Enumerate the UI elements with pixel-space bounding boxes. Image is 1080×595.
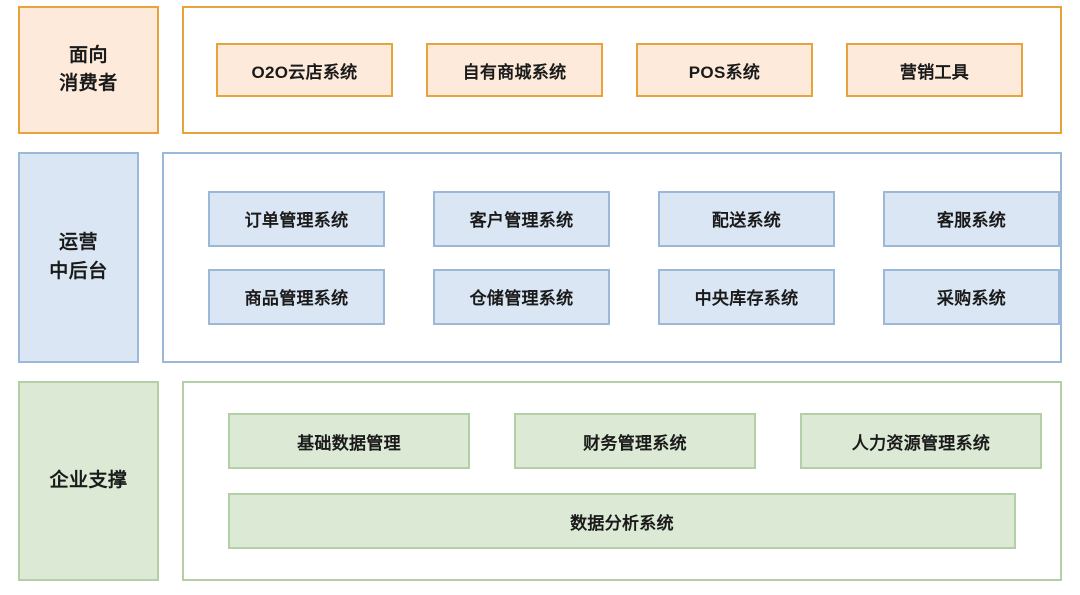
layer-panel-enterprise: 基础数据管理 财务管理系统 人力资源管理系统 数据分析系统 <box>182 381 1062 581</box>
item-group-enterprise-1: 基础数据管理 财务管理系统 人力资源管理系统 <box>184 413 1060 469</box>
system-box-order-management[interactable]: 订单管理系统 <box>208 190 385 247</box>
system-box-finance-management[interactable]: 财务管理系统 <box>514 413 756 469</box>
layer-label-line1: 面向 <box>68 44 108 66</box>
layer-label-line1: 运营 <box>58 232 98 253</box>
layer-consumer: 面向 消费者 O2O云店系统 自有商城系统 POS系统 营销工具 <box>18 6 1062 134</box>
system-box-hr-management[interactable]: 人力资源管理系统 <box>800 413 1042 469</box>
item-group-enterprise-2: 数据分析系统 <box>184 493 1060 549</box>
system-box-o2o-cloud-store[interactable]: O2O云店系统 <box>216 43 393 97</box>
system-box-pos[interactable]: POS系统 <box>636 43 813 97</box>
system-box-customer-management[interactable]: 客户管理系统 <box>433 190 610 247</box>
layer-label-operations: 运营 中后台 <box>18 152 139 363</box>
layer-panel-operations: 订单管理系统 客户管理系统 配送系统 客服系统 商品管理系统 仓储管理系统 中央… <box>162 152 1062 363</box>
item-group-operations-1: 订单管理系统 客户管理系统 配送系统 客服系统 <box>164 190 1060 247</box>
system-box-product-management[interactable]: 商品管理系统 <box>208 268 385 325</box>
system-box-master-data-management[interactable]: 基础数据管理 <box>228 413 470 469</box>
layer-label-consumer: 面向 消费者 <box>18 6 159 134</box>
layer-label-line2: 消费者 <box>59 73 118 94</box>
layer-label-enterprise: 企业支撑 <box>18 381 159 581</box>
layer-enterprise: 企业支撑 基础数据管理 财务管理系统 人力资源管理系统 数据分析系统 <box>18 381 1062 581</box>
layer-panel-consumer: O2O云店系统 自有商城系统 POS系统 营销工具 <box>182 6 1062 134</box>
layer-label-line2: 中后台 <box>49 260 108 282</box>
item-group-consumer-1: O2O云店系统 自有商城系统 POS系统 营销工具 <box>184 43 1060 97</box>
system-box-delivery[interactable]: 配送系统 <box>658 190 835 247</box>
system-box-procurement[interactable]: 采购系统 <box>883 268 1060 325</box>
system-box-marketing-tools[interactable]: 营销工具 <box>846 43 1023 97</box>
system-box-customer-service[interactable]: 客服系统 <box>883 190 1060 247</box>
system-box-own-mall[interactable]: 自有商城系统 <box>426 43 603 97</box>
system-box-central-inventory[interactable]: 中央库存系统 <box>658 268 835 325</box>
system-box-warehouse-management[interactable]: 仓储管理系统 <box>433 268 610 325</box>
layer-label-line1: 企业支撑 <box>49 469 128 491</box>
item-group-operations-2: 商品管理系统 仓储管理系统 中央库存系统 采购系统 <box>164 268 1060 325</box>
layer-operations: 运营 中后台 订单管理系统 客户管理系统 配送系统 客服系统 商品管理系统 仓储… <box>18 152 1062 363</box>
system-box-data-analytics[interactable]: 数据分析系统 <box>228 493 1016 549</box>
